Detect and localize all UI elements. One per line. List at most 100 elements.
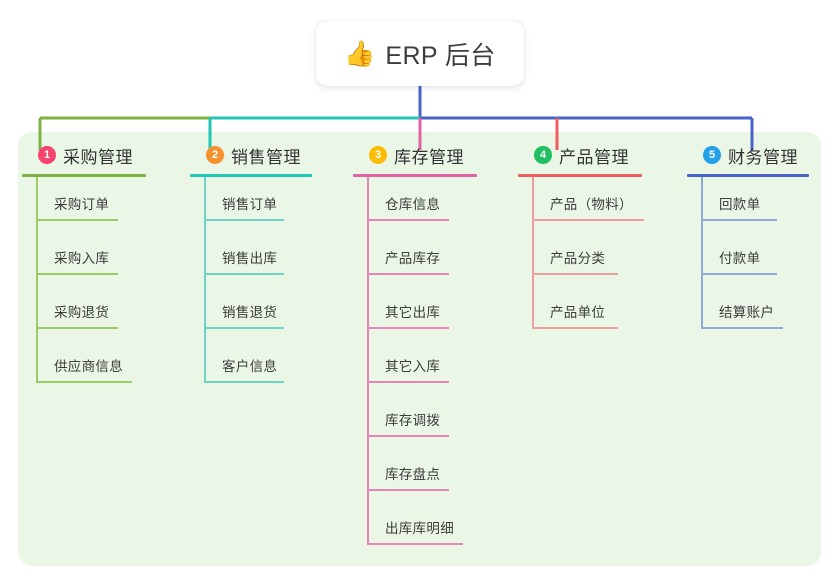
child-item-label: 客户信息: [222, 359, 278, 374]
branch-index-badge: 2: [206, 146, 224, 164]
branch-header-2[interactable]: 2 销售管理: [190, 142, 312, 168]
branch-title: 财务管理: [728, 147, 798, 167]
child-item-label: 回款单: [719, 197, 761, 212]
child-item[interactable]: 产品单位: [518, 285, 642, 339]
thumbs-up-icon: 👍: [344, 39, 376, 68]
child-item-label: 产品分类: [550, 251, 606, 266]
branch-header-underline: [687, 174, 809, 177]
child-item-label: 出库库明细: [385, 521, 454, 536]
child-item[interactable]: 采购退货: [22, 285, 146, 339]
branch-children-4: 产品（物料） 产品分类产品单位: [518, 177, 644, 339]
child-item-underline: [367, 489, 449, 491]
child-item[interactable]: 销售出库: [190, 231, 312, 285]
child-item[interactable]: 回款单: [687, 177, 809, 231]
child-item[interactable]: 产品分类: [518, 231, 642, 285]
branch-header-underline: [518, 174, 642, 177]
branch-column-1: 1 采购管理采购订单采购入库采购退货供应商信息: [22, 142, 146, 393]
branch-header-1[interactable]: 1 采购管理: [22, 142, 146, 168]
branch-children-3: 仓库信息产品库存其它出库其它入库库存调拨库存盘点出库库明细: [353, 177, 477, 555]
branch-header-5[interactable]: 5 财务管理: [687, 142, 809, 168]
branch-index-badge: 5: [703, 146, 721, 164]
child-item-underline: [204, 273, 284, 275]
child-item[interactable]: 仓库信息: [353, 177, 477, 231]
branch-column-2: 2 销售管理销售订单销售出库销售退货客户信息: [190, 142, 312, 393]
child-item[interactable]: 产品（物料）: [518, 177, 644, 231]
child-item-underline: [36, 219, 118, 221]
branch-spine: [204, 177, 206, 383]
child-item-label: 付款单: [719, 251, 761, 266]
child-item[interactable]: 其它入库: [353, 339, 477, 393]
child-item[interactable]: 库存盘点: [353, 447, 477, 501]
branch-index-badge: 4: [534, 146, 552, 164]
branch-children-1: 采购订单采购入库采购退货供应商信息: [22, 177, 146, 393]
branch-header-underline: [22, 174, 146, 177]
child-item[interactable]: 销售退货: [190, 285, 312, 339]
child-item-label: 仓库信息: [385, 197, 441, 212]
child-item-label: 产品单位: [550, 305, 606, 320]
child-item-underline: [367, 543, 463, 545]
root-node-title: ERP 后台: [385, 41, 496, 70]
child-item-label: 结算账户: [719, 305, 775, 320]
child-item[interactable]: 产品库存: [353, 231, 477, 285]
child-item-label: 销售出库: [222, 251, 278, 266]
branch-header-3[interactable]: 3 库存管理: [353, 142, 477, 168]
root-node-card[interactable]: 👍 ERP 后台: [316, 21, 524, 86]
branch-index-badge: 3: [369, 146, 387, 164]
child-item[interactable]: 采购订单: [22, 177, 146, 231]
child-item-underline: [204, 381, 284, 383]
child-item[interactable]: 出库库明细: [353, 501, 477, 555]
child-item-underline: [367, 273, 449, 275]
child-item[interactable]: 付款单: [687, 231, 809, 285]
branch-spine: [532, 177, 534, 329]
branch-panel-background: [18, 132, 821, 566]
child-item[interactable]: 销售订单: [190, 177, 312, 231]
branch-children-2: 销售订单销售出库销售退货客户信息: [190, 177, 312, 393]
branch-spine: [701, 177, 703, 329]
child-item-underline: [701, 273, 777, 275]
child-item-label: 采购退货: [54, 305, 110, 320]
branch-header-4[interactable]: 4 产品管理: [518, 142, 642, 168]
branch-column-4: 4 产品管理产品（物料） 产品分类产品单位: [518, 142, 644, 339]
child-item[interactable]: 结算账户: [687, 285, 809, 339]
branch-column-5: 5 财务管理回款单付款单结算账户: [687, 142, 809, 339]
child-item-underline: [532, 273, 618, 275]
child-item-underline: [532, 219, 644, 221]
child-item-underline: [36, 273, 118, 275]
child-item-label: 库存盘点: [385, 467, 441, 482]
child-item-label: 产品库存: [385, 251, 441, 266]
child-item-label: 销售订单: [222, 197, 278, 212]
child-item[interactable]: 客户信息: [190, 339, 312, 393]
branch-title: 库存管理: [394, 147, 464, 167]
branch-column-3: 3 库存管理仓库信息产品库存其它出库其它入库库存调拨库存盘点出库库明细: [353, 142, 477, 555]
child-item-underline: [367, 435, 449, 437]
child-item-underline: [367, 219, 449, 221]
child-item-label: 供应商信息: [54, 359, 123, 374]
child-item-underline: [204, 327, 284, 329]
child-item[interactable]: 采购入库: [22, 231, 146, 285]
child-item-underline: [367, 327, 449, 329]
child-item[interactable]: 供应商信息: [22, 339, 146, 393]
child-item-label: 采购入库: [54, 251, 110, 266]
child-item[interactable]: 其它出库: [353, 285, 477, 339]
child-item-underline: [701, 327, 783, 329]
child-item-label: 产品（物料）: [550, 197, 633, 212]
child-item-underline: [36, 381, 132, 383]
child-item-label: 销售退货: [222, 305, 278, 320]
branch-header-underline: [190, 174, 312, 177]
branch-title: 采购管理: [63, 147, 133, 167]
branch-index-badge: 1: [38, 146, 56, 164]
branch-children-5: 回款单付款单结算账户: [687, 177, 809, 339]
branch-spine: [36, 177, 38, 383]
child-item-underline: [204, 219, 284, 221]
child-item-underline: [701, 219, 777, 221]
branch-header-underline: [353, 174, 477, 177]
branch-title: 产品管理: [559, 147, 629, 167]
child-item-label: 其它入库: [385, 359, 441, 374]
child-item-underline: [367, 381, 449, 383]
child-item-label: 库存调拨: [385, 413, 441, 428]
child-item-label: 其它出库: [385, 305, 441, 320]
child-item-underline: [36, 327, 118, 329]
child-item[interactable]: 库存调拨: [353, 393, 477, 447]
branch-title: 销售管理: [231, 147, 301, 167]
